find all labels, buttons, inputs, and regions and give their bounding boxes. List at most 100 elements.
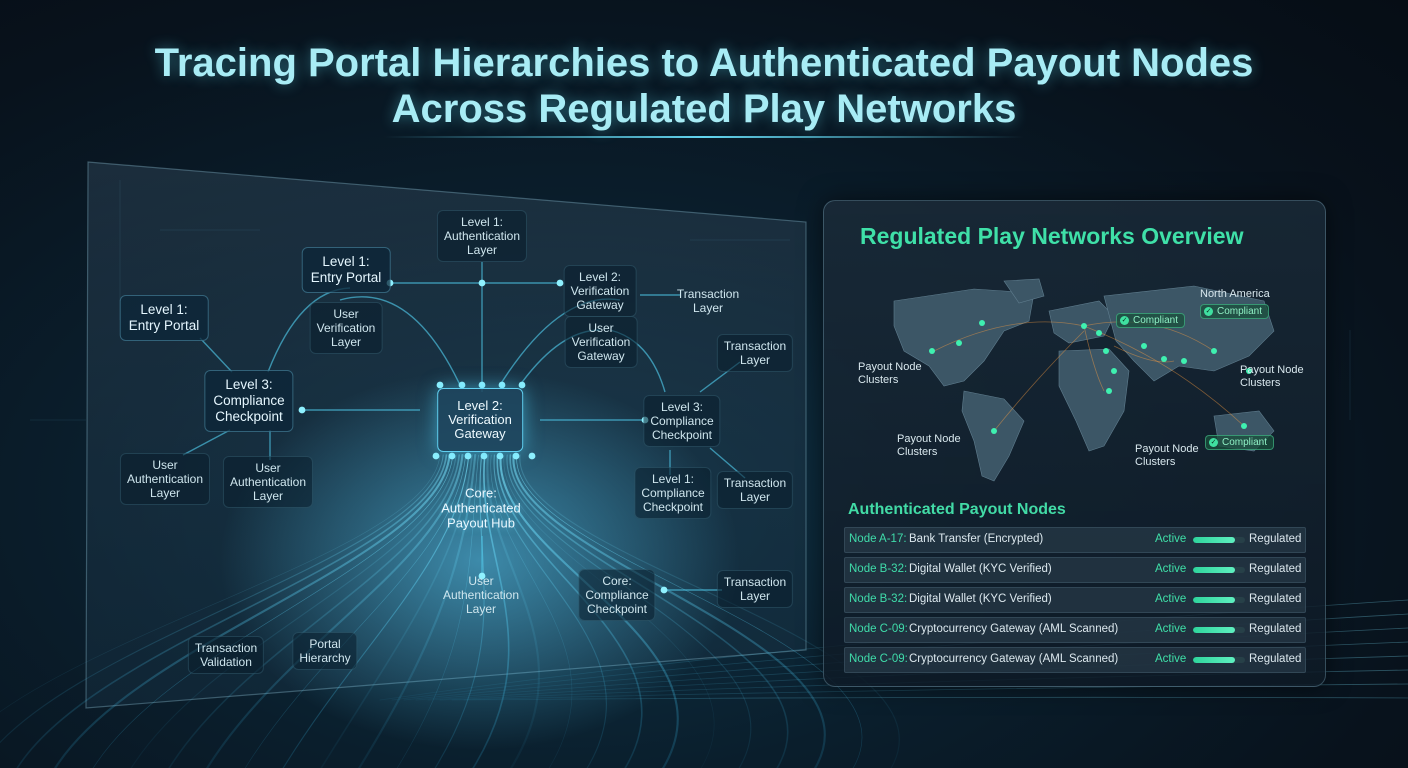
- light-stream: [472, 454, 510, 768]
- check-icon: ✓: [1120, 315, 1129, 325]
- node-marker: [1103, 348, 1109, 354]
- light-stream: [130, 454, 457, 768]
- label-north-america: North America: [1200, 288, 1270, 300]
- regulated-label: Regulated: [1249, 533, 1302, 545]
- light-stream: [206, 453, 464, 768]
- node-marker: [1246, 368, 1252, 374]
- connector-dot: [432, 452, 440, 460]
- connector-dot: [458, 381, 466, 389]
- light-stream: [92, 454, 454, 768]
- overview-panel: Regulated Play Networks Overview: [823, 200, 1326, 687]
- status-bar: [1193, 567, 1245, 573]
- node-id: Node A-17:: [849, 533, 907, 545]
- connector-dot: [464, 452, 472, 460]
- node-id: Node C-09:: [849, 623, 908, 635]
- light-stream: [357, 453, 477, 768]
- light-stream: [168, 454, 460, 768]
- payout-node-row[interactable]: Node C-09:Cryptocurrency Gateway (AML Sc…: [844, 647, 1306, 673]
- node-transaction-layer-1[interactable]: Transaction Layer: [676, 287, 740, 315]
- check-icon: ✓: [1204, 306, 1213, 316]
- title-line-1: Tracing Portal Hierarchies to Authentica…: [154, 41, 1254, 85]
- node-marker: [1096, 330, 1102, 336]
- label-payout-clusters-africa: Payout Node Clusters: [1135, 443, 1199, 468]
- connector-dot: [448, 452, 456, 460]
- payout-node-row[interactable]: Node B-32:Digital Wallet (KYC Verified)A…: [844, 587, 1306, 613]
- light-stream: [244, 454, 466, 768]
- light-stream: [490, 454, 573, 768]
- compliant-badge-2: ✓Compliant: [1200, 304, 1270, 319]
- regulated-label: Regulated: [1249, 563, 1302, 575]
- node-marker: [929, 348, 935, 354]
- compliant-badge-1: ✓Compliant: [1116, 313, 1186, 328]
- node-transaction-layer-4[interactable]: Transaction Layer: [716, 570, 794, 608]
- connector-dot: [496, 452, 504, 460]
- node-core-compliance-checkpoint[interactable]: Core: Compliance Checkpoint: [578, 569, 656, 621]
- node-authentication-layer[interactable]: Level 1: Authentication Layer: [436, 210, 528, 262]
- light-stream: [0, 454, 444, 744]
- payout-nodes-title: Authenticated Payout Nodes: [848, 501, 1066, 518]
- light-stream: [486, 453, 540, 768]
- node-marker: [1181, 358, 1187, 364]
- node-verification-gateway-hub[interactable]: Level 2: Verification Gateway: [437, 388, 523, 452]
- regulated-label: Regulated: [1249, 653, 1302, 665]
- connector-dot: [556, 279, 564, 287]
- node-user-verification-layer[interactable]: User Verification Layer: [309, 302, 383, 354]
- node-compliance-checkpoint-level1[interactable]: Level 1: Compliance Checkpoint: [634, 467, 712, 519]
- connector-dot: [478, 279, 486, 287]
- node-core-payout-hub[interactable]: Core: Authenticated Payout Hub: [441, 485, 521, 531]
- light-stream: [509, 454, 789, 768]
- node-transaction-layer-2[interactable]: Transaction Layer: [716, 334, 794, 372]
- connector-dot: [498, 381, 506, 389]
- label-payout-clusters-west: Payout Node Clusters: [858, 361, 922, 386]
- status-label: Active: [1155, 623, 1187, 635]
- label-payout-clusters-east: Payout Node Clusters: [1240, 364, 1304, 389]
- connector-dot: [528, 452, 536, 460]
- light-stream: [434, 454, 485, 768]
- node-transaction-layer-3[interactable]: Transaction Layer: [716, 471, 794, 509]
- node-compliance-checkpoint-right[interactable]: Level 3: Compliance Checkpoint: [643, 395, 721, 447]
- light-stream: [320, 454, 473, 768]
- connector-dot: [512, 452, 520, 460]
- status-bar-fill: [1193, 627, 1235, 633]
- node-compliance-checkpoint-left[interactable]: Level 3: Compliance Checkpoint: [204, 370, 294, 432]
- status-bar: [1193, 537, 1245, 543]
- regulated-label: Regulated: [1249, 593, 1302, 605]
- payout-node-row[interactable]: Node B-32:Digital Wallet (KYC Verified) A…: [844, 557, 1306, 583]
- node-user-authentication-layer-left[interactable]: User Authentication Layer: [119, 453, 211, 505]
- node-transaction-validation[interactable]: Transaction Validation: [187, 636, 265, 674]
- status-bar-fill: [1193, 567, 1235, 573]
- title-line-2: Across Regulated Play Networks: [391, 87, 1017, 131]
- page-title: Tracing Portal Hierarchies to Authentica…: [0, 40, 1408, 138]
- node-marker: [1141, 343, 1147, 349]
- connector-dot: [436, 381, 444, 389]
- connector-dot: [298, 406, 306, 414]
- overview-title: Regulated Play Networks Overview: [860, 223, 1244, 249]
- compliant-badge-3: ✓Compliant: [1205, 435, 1275, 450]
- light-arc: [463, 696, 1408, 701]
- status-bar-fill: [1193, 657, 1235, 663]
- node-id: Node C-09:: [849, 653, 908, 665]
- node-user-authentication-layer-left-2[interactable]: User Authentication Layer: [222, 456, 314, 508]
- node-user-authentication-layer-bottom[interactable]: User Authentication Layer: [442, 574, 520, 616]
- payout-node-row[interactable]: Node A-17:Bank Transfer (Encrypted)Activ…: [844, 527, 1306, 553]
- node-description: Cryptocurrency Gateway (AML Scanned): [909, 623, 1119, 635]
- regulated-label: Regulated: [1249, 623, 1302, 635]
- status-bar: [1193, 627, 1245, 633]
- payout-nodes-table: Node A-17:Bank Transfer (Encrypted)Activ…: [844, 527, 1306, 677]
- title-underline: [384, 136, 1024, 138]
- connector-dot: [518, 381, 526, 389]
- light-stream: [516, 454, 863, 768]
- node-description: Digital Wallet (KYC Verified): [909, 563, 1052, 575]
- node-markers: [929, 320, 1252, 434]
- node-user-verification-gateway[interactable]: User Verification Gateway: [564, 316, 638, 368]
- node-entry-portal-left[interactable]: Level 1: Entry Portal: [119, 295, 209, 341]
- node-entry-portal-top[interactable]: Level 1: Entry Portal: [301, 247, 391, 293]
- payout-node-row[interactable]: Node C-09:Cryptocurrency Gateway (AML Sc…: [844, 617, 1306, 643]
- node-portal-hierarchy[interactable]: Portal Hierarchy: [292, 632, 358, 670]
- node-verification-gateway-right[interactable]: Level 2: Verification Gateway: [563, 265, 637, 317]
- node-id: Node B-32:: [849, 563, 908, 575]
- label-payout-clusters-south: Payout Node Clusters: [897, 433, 961, 458]
- check-icon: ✓: [1209, 437, 1218, 447]
- status-label: Active: [1155, 563, 1187, 575]
